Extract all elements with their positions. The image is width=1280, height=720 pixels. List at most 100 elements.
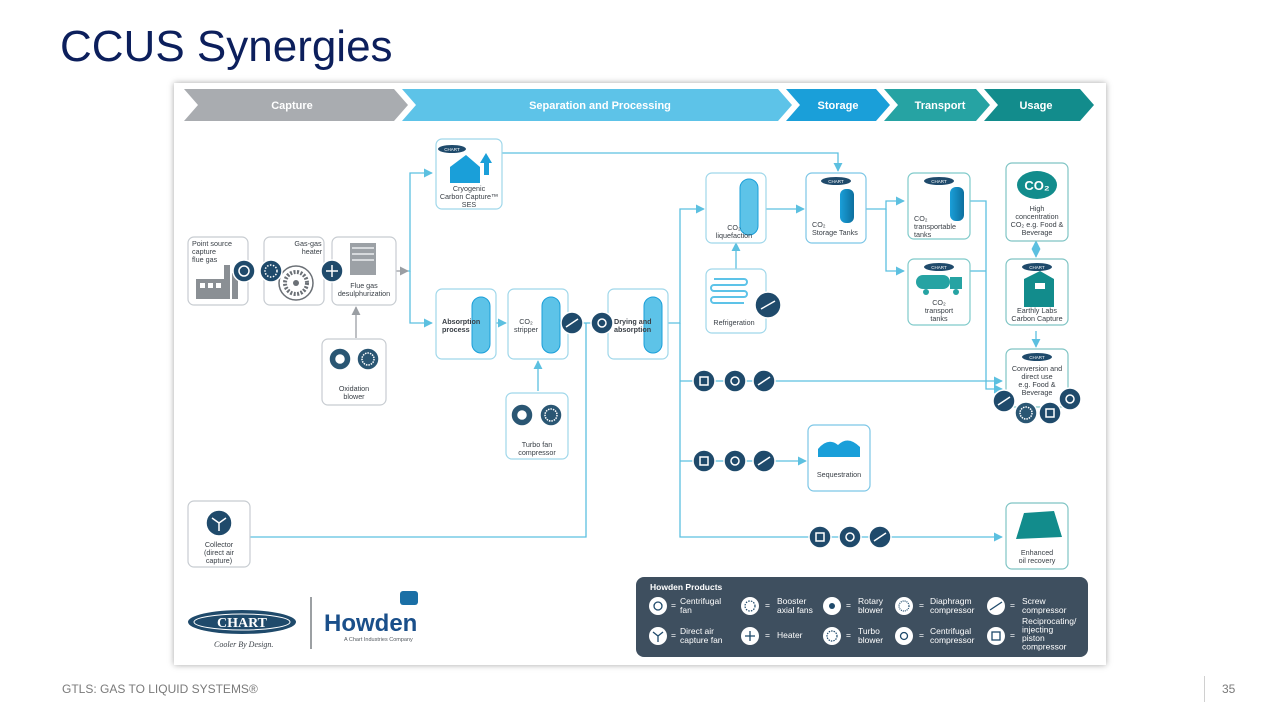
centrifugal-compressor-icon bbox=[838, 525, 862, 549]
screw-compressor-icon bbox=[752, 369, 776, 393]
sequestration-icon bbox=[818, 440, 860, 457]
node-illustrations: CO₂ bbox=[196, 153, 1062, 539]
chart-badge: CHART bbox=[821, 177, 851, 185]
equipment-discs bbox=[205, 259, 1082, 549]
svg-text:CHART: CHART bbox=[931, 265, 947, 270]
storage-tank-icon bbox=[840, 189, 854, 223]
cryogenic-unit-icon bbox=[450, 153, 492, 183]
centrifugal-fan-icon bbox=[232, 259, 256, 283]
rotor-icon bbox=[278, 265, 314, 301]
screw-compressor-icon bbox=[752, 449, 776, 473]
turbo-blower-icon bbox=[539, 403, 563, 427]
svg-text:CHART: CHART bbox=[1029, 265, 1045, 270]
svg-text:CHART: CHART bbox=[828, 179, 844, 184]
coil-icon bbox=[710, 278, 748, 304]
reciprocating-piston-compressor-icon bbox=[692, 449, 716, 473]
centrifugal-compressor-icon bbox=[723, 449, 747, 473]
oil-field-icon bbox=[1016, 511, 1062, 539]
turbo-blower-icon bbox=[356, 347, 380, 371]
stage-usage-label: Usage bbox=[1019, 100, 1052, 112]
centrifugal-compressor-icon bbox=[1058, 387, 1082, 411]
svg-text:A Chart Industries Company: A Chart Industries Company bbox=[344, 637, 413, 643]
stage-separation-label: Separation and Processing bbox=[529, 100, 671, 112]
chart-badge: CHART bbox=[924, 263, 954, 271]
chart-badge: CHART bbox=[1022, 263, 1052, 271]
stage-transport-label: Transport bbox=[915, 100, 966, 112]
svg-text:=: = bbox=[765, 630, 770, 640]
screw-compressor-icon bbox=[868, 525, 892, 549]
co2-cloud-icon: CO₂ bbox=[1017, 171, 1057, 199]
svg-text:CHART: CHART bbox=[217, 616, 268, 631]
earthly-unit-icon bbox=[1024, 271, 1054, 307]
reciprocating-piston-compressor-icon bbox=[808, 525, 832, 549]
screw-compressor-icon bbox=[992, 389, 1016, 413]
stage-capture-arrow bbox=[184, 89, 408, 121]
reciprocating-piston-compressor-icon bbox=[692, 369, 716, 393]
screw-compressor-icon bbox=[560, 311, 584, 335]
howden-logo: Howden A Chart Industries Company bbox=[324, 591, 418, 643]
tower-icon bbox=[350, 243, 376, 275]
rotary-blower-icon bbox=[510, 403, 534, 427]
stage-storage-arrow bbox=[786, 89, 890, 121]
chart-badge: CHART bbox=[1022, 353, 1052, 361]
transportable-tank-icon bbox=[950, 187, 964, 221]
turbo-blower-icon bbox=[1014, 401, 1038, 425]
stage-storage-label: Storage bbox=[818, 100, 859, 112]
svg-text:=: = bbox=[765, 600, 770, 610]
svg-text:=: = bbox=[919, 630, 924, 640]
rotary-blower-icon bbox=[328, 347, 352, 371]
centrifugal-compressor-icon bbox=[723, 369, 747, 393]
chart-logo: CHART Cooler By Design. bbox=[188, 610, 296, 649]
label-refrigeration: Refrigeration bbox=[713, 318, 754, 327]
screw-compressor-icon bbox=[754, 291, 782, 319]
truck-icon bbox=[916, 275, 962, 295]
svg-text:Cooler By Design.: Cooler By Design. bbox=[214, 640, 273, 649]
svg-text:=: = bbox=[671, 630, 676, 640]
stage-separation-arrow bbox=[402, 89, 792, 121]
vessel-icons bbox=[471, 178, 759, 354]
booster-axial-fan-icon bbox=[259, 259, 283, 283]
factory-icon bbox=[196, 265, 238, 299]
svg-text:Heater: Heater bbox=[777, 630, 803, 640]
node-conversion-direct-use bbox=[1005, 348, 1069, 408]
stage-header: Capture Separation and Processing Storag… bbox=[184, 89, 1094, 121]
stage-usage-arrow bbox=[984, 89, 1094, 121]
chart-badge: CHART bbox=[924, 177, 954, 185]
centrifugal-compressor-icon bbox=[590, 311, 614, 335]
footer-text: GTLS: GAS TO LIQUID SYSTEMS® bbox=[62, 682, 258, 696]
svg-text:CHART: CHART bbox=[1029, 355, 1045, 360]
slide-title: CCUS Synergies bbox=[60, 22, 393, 71]
heater-icon bbox=[320, 259, 344, 283]
svg-text:Howden: Howden bbox=[324, 610, 417, 637]
node-boxes bbox=[187, 138, 1069, 570]
chart-badges: CHART CHART CHART CHART CHART CHART bbox=[438, 145, 1052, 361]
svg-text:=: = bbox=[671, 600, 676, 610]
